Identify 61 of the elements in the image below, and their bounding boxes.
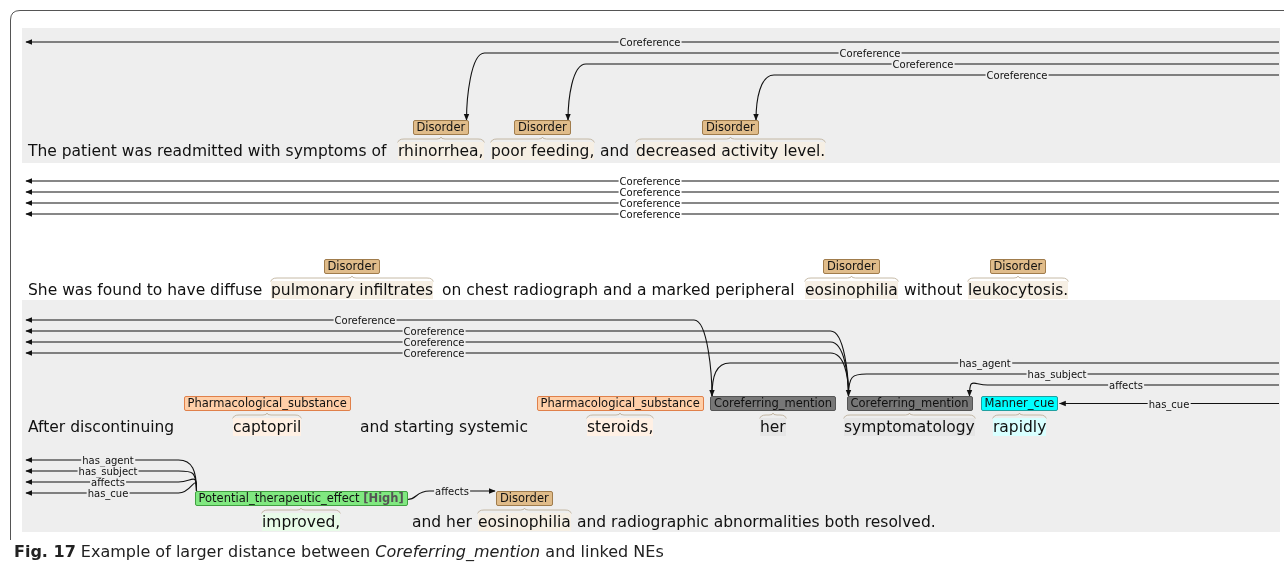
- line-label: Coreference: [618, 198, 682, 208]
- annotated-span: symptomatology: [844, 418, 975, 436]
- annotated-span: pulmonary infiltrates: [271, 281, 434, 299]
- line-label: Coreference: [618, 209, 682, 219]
- entity-label: Pharmacological_substance: [183, 396, 351, 411]
- entity-label: Pharmacological_substance: [536, 396, 704, 411]
- sentence-text: on chest radiograph and a marked peripheral: [442, 281, 795, 299]
- annotated-span: eosinophilia: [805, 281, 898, 299]
- entity-label: Disorder: [989, 259, 1047, 274]
- annotated-span: leukocytosis.: [968, 281, 1069, 299]
- annotated-span: steroids,: [587, 418, 654, 436]
- edge-label: has_subject: [1026, 369, 1088, 379]
- relation-arrow: [709, 362, 1280, 397]
- sentence-text: She was found to have diffuse: [28, 281, 263, 299]
- entity-label: Disorder: [496, 491, 553, 506]
- edge-label: Coreference: [333, 315, 397, 325]
- sentence-text: and radiographic abnormalities both resolved.: [577, 513, 936, 531]
- sentence-text: The patient was readmitted with symptoms of: [28, 142, 387, 160]
- edge-label: has_cue: [86, 488, 130, 498]
- annotated-span: rhinorrhea,: [398, 142, 484, 160]
- line-label: Coreference: [618, 176, 682, 186]
- edge-label: affects: [90, 477, 126, 487]
- relation-arrow: [966, 382, 1280, 397]
- sentence-text: without: [904, 281, 963, 299]
- entity-label: Disorder: [412, 120, 470, 135]
- annotated-span: captopril: [233, 418, 302, 436]
- edge-label: affects: [1108, 380, 1144, 390]
- entity-label: Manner_cue: [980, 396, 1059, 411]
- relation-arrow: [463, 52, 1280, 121]
- figure-caption: Fig. 17 Example of larger distance between Coreferring_mention and linked NEs: [14, 542, 664, 561]
- edge-label: Coreference: [838, 48, 902, 58]
- edge-label: Coreference: [402, 337, 466, 347]
- line-label: Coreference: [618, 37, 682, 47]
- sentence-text: After discontinuing: [28, 418, 175, 436]
- entity-label: Disorder: [323, 259, 381, 274]
- annotated-span: eosinophilia: [478, 513, 571, 531]
- line-label: Coreference: [618, 187, 682, 197]
- edge-label: has_agent: [958, 358, 1012, 368]
- sentence-text: and: [600, 142, 630, 160]
- annotated-span: her: [760, 418, 786, 436]
- entity-label: Disorder: [823, 259, 880, 274]
- edge-label: affects: [434, 486, 470, 496]
- entity-label: Disorder: [702, 120, 759, 135]
- annotated-span: rapidly: [993, 418, 1047, 436]
- edge-label: Coreference: [891, 59, 955, 69]
- entity-label: Coreferring_mention: [846, 396, 973, 411]
- sentence-text: and starting systemic: [360, 418, 528, 436]
- annotated-span: decreased activity level.: [636, 142, 826, 160]
- edge-label: has_subject: [77, 466, 139, 476]
- annotated-span: poor feeding,: [491, 142, 595, 160]
- entity-label: Coreferring_mention: [710, 396, 837, 411]
- sentence-text: and her: [412, 513, 472, 531]
- edge-label: has_agent: [81, 455, 135, 465]
- relation-arrow: [753, 74, 1280, 121]
- edge-label: Coreference: [402, 348, 466, 358]
- edge-label: Coreference: [402, 326, 466, 336]
- entity-label: Disorder: [514, 120, 571, 135]
- entity-label: Potential_therapeutic_effect [High]: [194, 491, 408, 506]
- relation-arrow: [565, 63, 1280, 121]
- edge-label: Coreference: [985, 70, 1049, 80]
- annotated-span: improved,: [262, 513, 341, 531]
